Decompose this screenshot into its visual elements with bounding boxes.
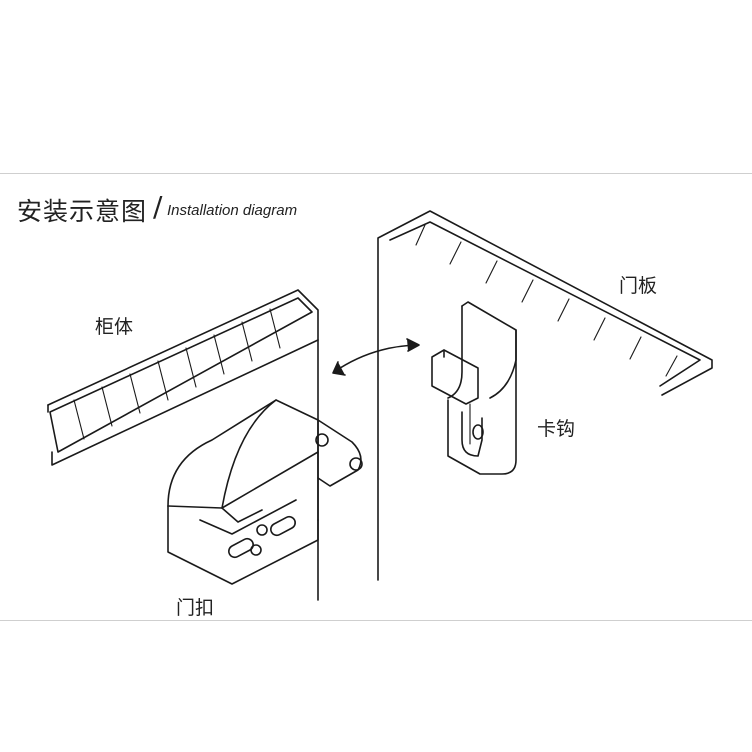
swing-arrow: [332, 338, 420, 376]
label-latch: 门扣: [176, 597, 215, 619]
title-english: Installation diagram: [167, 202, 298, 219]
door-panel: [377, 210, 713, 581]
diagram-frame: [0, 173, 752, 621]
label-hook: 卡钩: [537, 418, 576, 440]
cabinet-body: [47, 289, 319, 601]
cabinet-top-grid: [73, 308, 281, 440]
hook-part: [431, 301, 517, 475]
label-cabinet: 柜体: [95, 316, 134, 338]
label-door-panel: 门板: [619, 275, 658, 297]
title-chinese: 安装示意图: [17, 197, 148, 226]
door-top-grid: [415, 224, 678, 377]
latch-part: [167, 399, 363, 585]
title-separator: /: [153, 190, 163, 223]
